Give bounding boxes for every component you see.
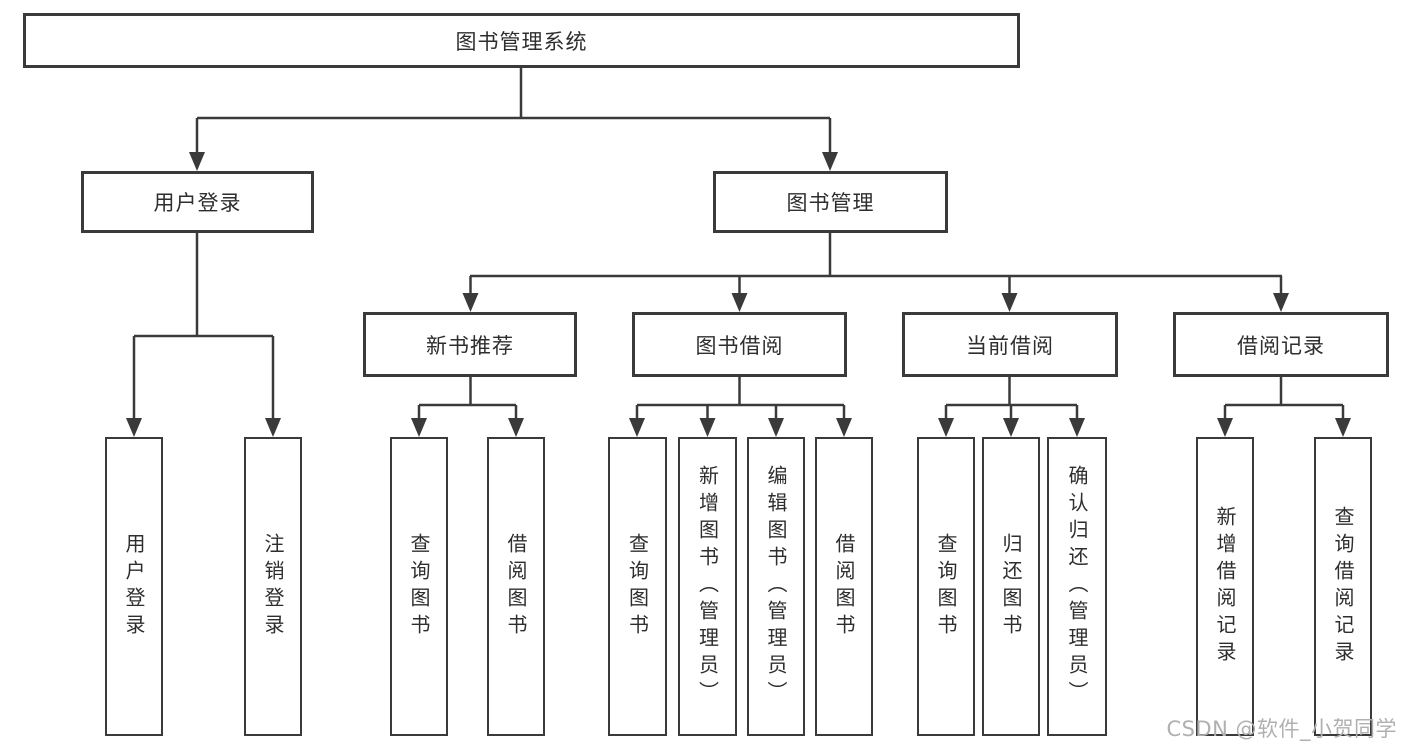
leaf-edit-book-admin-label: 编辑图书（管理员） [764, 465, 788, 708]
node-new-book-recommend: 新书推荐 [363, 312, 577, 377]
leaf-query-borrow-record-label: 查询借阅记录 [1331, 505, 1355, 668]
watermark: CSDN @软件_小贺同学 [1166, 717, 1397, 741]
leaf-query-books-recommend-label: 查询图书 [407, 532, 431, 641]
node-current-borrow: 当前借阅 [902, 312, 1118, 377]
leaf-query-books-current: 查询图书 [917, 437, 975, 736]
leaf-add-borrow-record-label: 新增借阅记录 [1213, 505, 1237, 668]
leaf-confirm-return-admin: 确认归还（管理员） [1047, 437, 1107, 736]
leaf-logout: 注销登录 [244, 437, 302, 736]
leaf-user-login: 用户登录 [105, 437, 163, 736]
leaf-confirm-return-admin-label: 确认归还（管理员） [1065, 465, 1089, 708]
leaf-query-books-current-label: 查询图书 [934, 532, 958, 641]
leaf-add-book-admin-label: 新增图书（管理员） [695, 465, 720, 708]
node-book-borrow: 图书借阅 [632, 312, 847, 377]
leaf-user-login-label: 用户登录 [122, 532, 146, 641]
leaf-query-books-borrow: 查询图书 [608, 437, 667, 736]
leaf-logout-label: 注销登录 [261, 532, 285, 641]
leaf-query-books-recommend: 查询图书 [390, 437, 448, 736]
leaf-query-borrow-record: 查询借阅记录 [1314, 437, 1372, 736]
leaf-borrow-books-label: 借阅图书 [832, 532, 856, 641]
node-library-management-system: 图书管理系统 [23, 13, 1020, 68]
node-book-management: 图书管理 [713, 171, 948, 233]
leaf-edit-book-admin: 编辑图书（管理员） [747, 437, 805, 736]
leaf-borrow-books: 借阅图书 [815, 437, 873, 736]
leaf-return-book: 归还图书 [982, 437, 1040, 736]
leaf-add-borrow-record: 新增借阅记录 [1196, 437, 1254, 736]
leaf-add-book-admin: 新增图书（管理员） [678, 437, 737, 736]
node-borrow-records: 借阅记录 [1173, 312, 1389, 377]
leaf-query-books-borrow-label: 查询图书 [625, 532, 650, 641]
leaf-borrow-books-recommend-label: 借阅图书 [504, 532, 528, 641]
leaf-borrow-books-recommend: 借阅图书 [487, 437, 545, 736]
node-user-login: 用户登录 [81, 171, 314, 233]
leaf-return-book-label: 归还图书 [999, 532, 1023, 641]
